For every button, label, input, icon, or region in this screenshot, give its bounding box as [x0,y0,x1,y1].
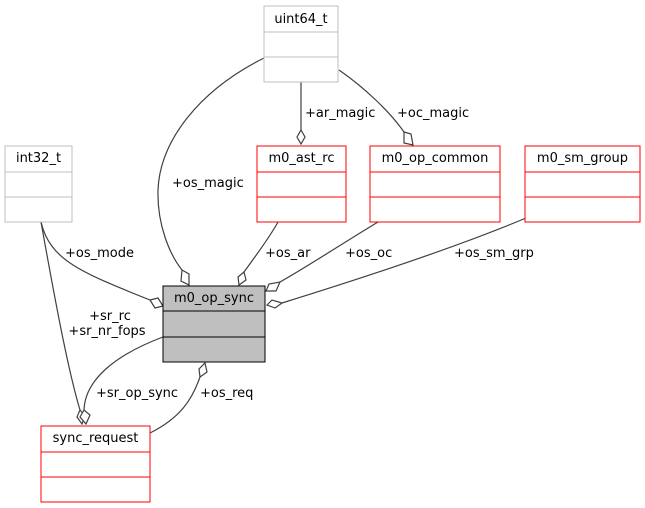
class-sync-request[interactable]: sync_request [40,425,151,503]
class-uint64-t[interactable]: uint64_t [263,5,339,83]
edge-label-oc-magic: +oc_magic [397,106,469,121]
aggregation-diamond [79,409,91,426]
edge-os-oc [279,221,379,283]
edge-os-ar [243,221,279,273]
class-m0-ast-rc[interactable]: m0_ast_rc [256,145,347,223]
edge-label-sr-op-sync: +sr_op_sync [96,386,178,401]
class-title: m0_ast_rc [269,151,335,166]
edge-os-req [149,376,201,434]
aggregation-diamond [149,297,164,309]
edge-os-sm-grp [281,217,527,304]
class-m0-sm-group[interactable]: m0_sm_group [524,145,641,223]
class-title: m0_op_sync [174,291,254,306]
aggregation-diamond [180,269,190,286]
edge-label-os-req: +os_req [200,386,253,401]
edge-label-sr-nr-fops: +sr_nr_fops [68,324,145,339]
class-title: m0_sm_group [537,151,628,166]
aggregation-diamond [237,270,247,287]
edge-sr-op-sync [83,336,164,411]
edge-os-magic [157,57,265,271]
class-int32-t[interactable]: int32_t [4,145,73,223]
aggregation-diamond [403,131,414,146]
edge-label-os-oc: +os_oc [345,246,392,261]
aggregation-diamond [265,281,282,292]
edge-label-os-magic: +os_magic [172,176,244,191]
edge-oc-magic [338,69,405,133]
edge-os-mode [40,221,151,301]
edge-sr-rc [40,221,81,411]
class-title: sync_request [53,431,139,446]
edge-label-ar-magic: +ar_magic [305,106,375,121]
class-m0-op-sync[interactable]: m0_op_sync [162,285,266,363]
class-title: m0_op_common [382,151,489,166]
class-title: int32_t [16,151,61,166]
edge-label-sr-rc: +sr_rc [89,309,131,324]
aggregation-diamond [198,361,208,379]
aggregation-diamond [296,128,306,146]
class-title: uint64_t [274,12,327,27]
class-m0-op-common[interactable]: m0_op_common [369,145,501,223]
aggregation-diamond [265,299,284,309]
edge-label-os-sm-grp: +os_sm_grp [454,246,534,261]
edge-label-os-ar: +os_ar [265,246,311,261]
edge-label-os-mode: +os_mode [65,246,134,261]
